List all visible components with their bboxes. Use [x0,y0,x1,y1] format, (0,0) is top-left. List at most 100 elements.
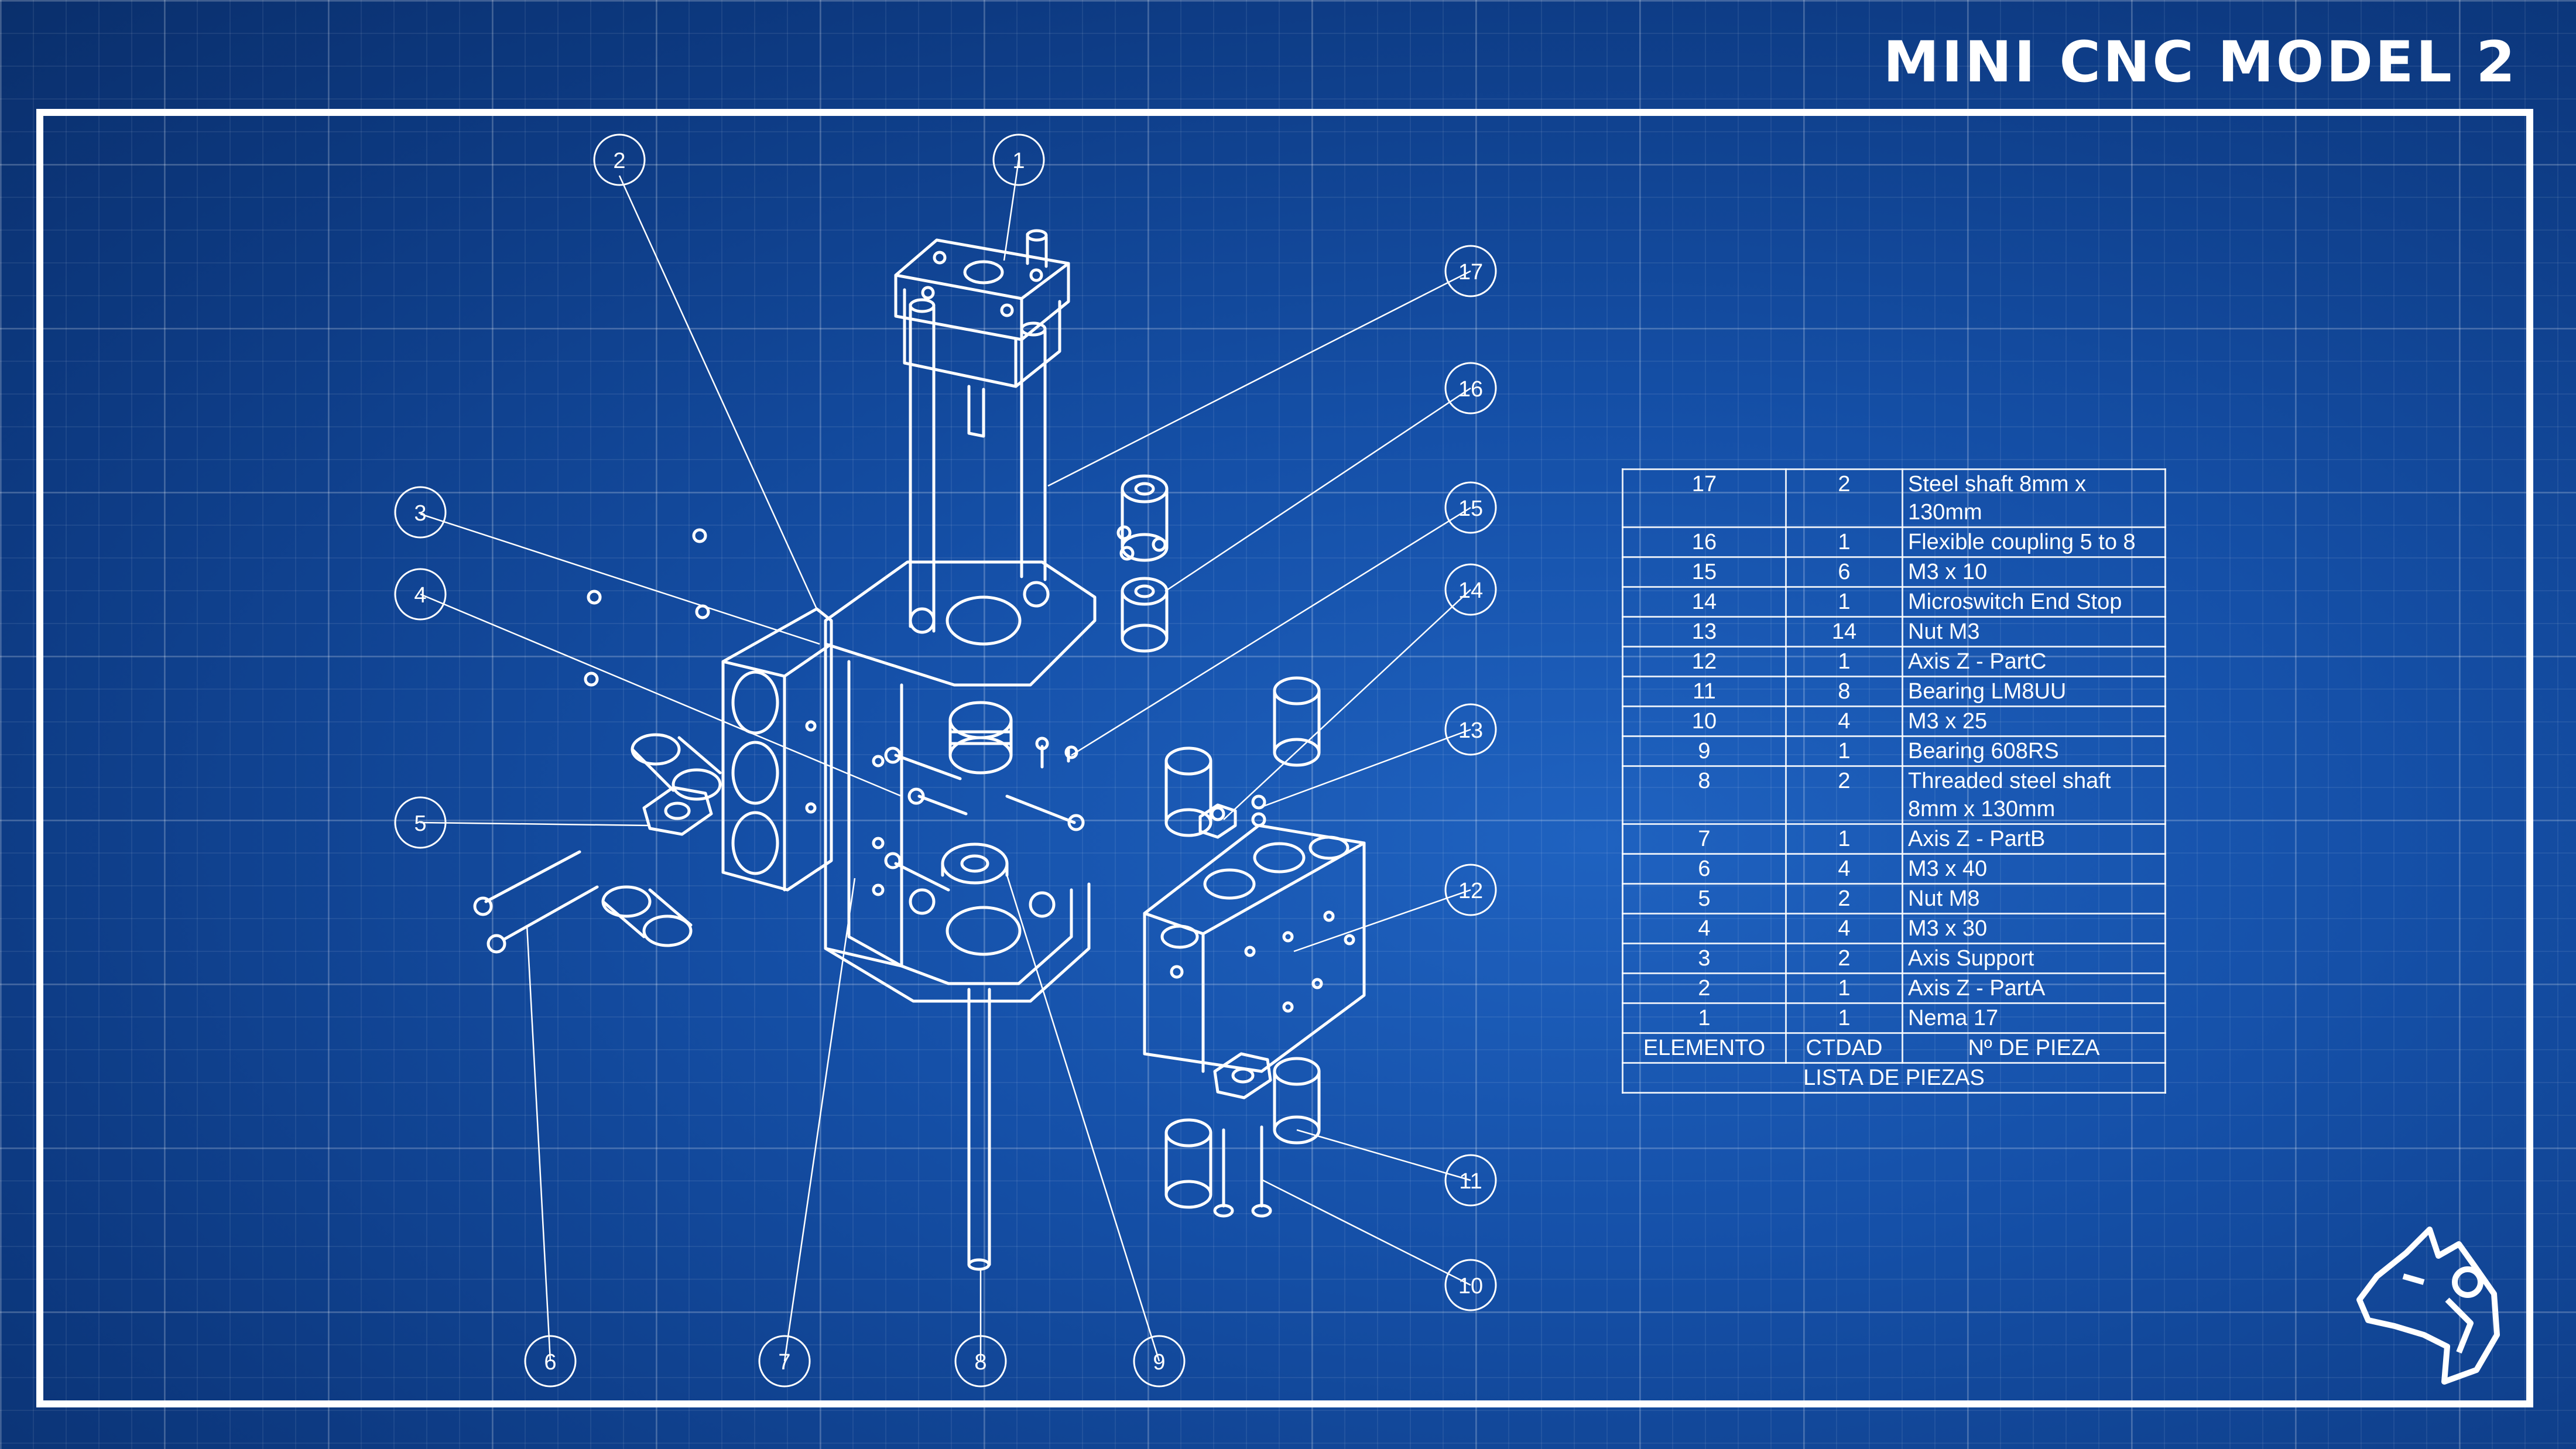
bearing-608rs [941,842,1009,885]
axis-z-part-b [824,560,1097,1003]
m3x30-screws [884,746,1085,892]
parts-row-pieza: Nema 17 [1902,1002,2166,1034]
callout-2: 2 [593,133,646,186]
parts-row-pieza: Nut M3 [1902,616,2166,648]
parts-row-elemento: 13 [1622,616,1787,648]
parts-row-ctdad: 2 [1785,468,1903,528]
microswitch-end-stop [1198,803,1237,839]
parts-row-elemento: 4 [1622,913,1787,944]
callout-8: 8 [954,1335,1007,1388]
callout-12: 12 [1444,864,1497,916]
parts-header-ctdad: CTDAD [1785,1032,1903,1064]
parts-row-pieza: M3 x 30 [1902,913,2166,944]
parts-row-ctdad: 1 [1785,823,1903,855]
parts-row-pieza: M3 x 40 [1902,853,2166,885]
parts-row-ctdad: 1 [1785,735,1903,767]
m3x25-screws [1213,1125,1272,1218]
svg-text:9: 9 [1153,1350,1165,1375]
parts-row-pieza: Axis Z - PartA [1902,972,2166,1004]
parts-list-caption: LISTA DE PIEZAS [1622,1062,2166,1094]
parts-row-elemento: 3 [1622,943,1787,974]
axis-z-part-a [721,607,833,892]
parts-row-elemento: 5 [1622,883,1787,914]
svg-text:16: 16 [1458,377,1483,402]
svg-text:15: 15 [1458,496,1483,521]
callout-10: 10 [1444,1259,1497,1311]
svg-text:12: 12 [1458,879,1483,903]
parts-row-pieza: Axis Z - PartC [1902,646,2166,677]
steel-shafts [909,298,1047,633]
svg-text:4: 4 [414,583,426,608]
svg-text:17: 17 [1458,260,1483,285]
parts-row-ctdad: 4 [1785,705,1903,737]
drawing-title: MINI CNC MODEL 2 [1883,29,2517,95]
parts-row-ctdad: 6 [1785,556,1903,588]
callout-3: 3 [394,486,447,539]
parts-header-pieza: Nº DE PIEZA [1902,1032,2166,1064]
nema-17-motor [894,229,1070,438]
parts-row-elemento: 1 [1622,1002,1787,1034]
svg-text:1: 1 [1012,149,1025,173]
parts-row-pieza: Flexible coupling 5 to 8 [1902,526,2166,558]
parts-row-ctdad: 1 [1785,526,1903,558]
threaded-shaft [967,988,991,1271]
parts-row-pieza: M3 x 10 [1902,556,2166,588]
parts-footer-row: LISTA DE PIEZAS [1622,1062,2166,1094]
parts-row-elemento: 8 [1622,765,1787,825]
svg-text:11: 11 [1459,1169,1482,1194]
parts-row-ctdad: 1 [1785,646,1903,677]
drawing-frame [36,109,2533,1407]
svg-text:8: 8 [974,1350,986,1375]
parts-row-elemento: 11 [1622,676,1787,707]
svg-text:14: 14 [1458,578,1483,603]
callout-1: 1 [992,133,1045,186]
svg-text:3: 3 [414,501,426,526]
parts-row-pieza: Bearing LM8UU [1902,676,2166,707]
parts-row-ctdad: 2 [1785,765,1903,825]
axis-z-part-c [1143,824,1366,1073]
parts-row-ctdad: 1 [1785,586,1903,618]
parts-row-pieza: Axis Support [1902,943,2166,974]
parts-row-ctdad: 4 [1785,913,1903,944]
parts-row-pieza: Threaded steel shaft 8mm x 130mm [1902,765,2166,825]
callout-4: 4 [394,568,447,621]
parts-row-elemento: 12 [1622,646,1787,677]
parts-row-pieza: M3 x 25 [1902,705,2166,737]
parts-row-elemento: 7 [1622,823,1787,855]
callout-15: 15 [1444,481,1497,534]
parts-row-elemento: 17 [1622,468,1787,528]
callout-11: 11 [1444,1154,1497,1207]
svg-text:2: 2 [613,149,625,173]
parts-row-pieza: Axis Z - PartB [1902,823,2166,855]
parts-row-ctdad: 1 [1785,972,1903,1004]
callout-17: 17 [1444,245,1497,297]
parts-row-ctdad: 14 [1785,616,1903,648]
parts-row-elemento: 16 [1622,526,1787,558]
svg-text:7: 7 [778,1350,790,1375]
parts-row-ctdad: 4 [1785,853,1903,885]
parts-row-elemento: 14 [1622,586,1787,618]
svg-text:6: 6 [544,1350,556,1375]
callout-7: 7 [758,1335,811,1388]
parts-row-elemento: 6 [1622,853,1787,885]
m3x40-screws [473,850,599,954]
